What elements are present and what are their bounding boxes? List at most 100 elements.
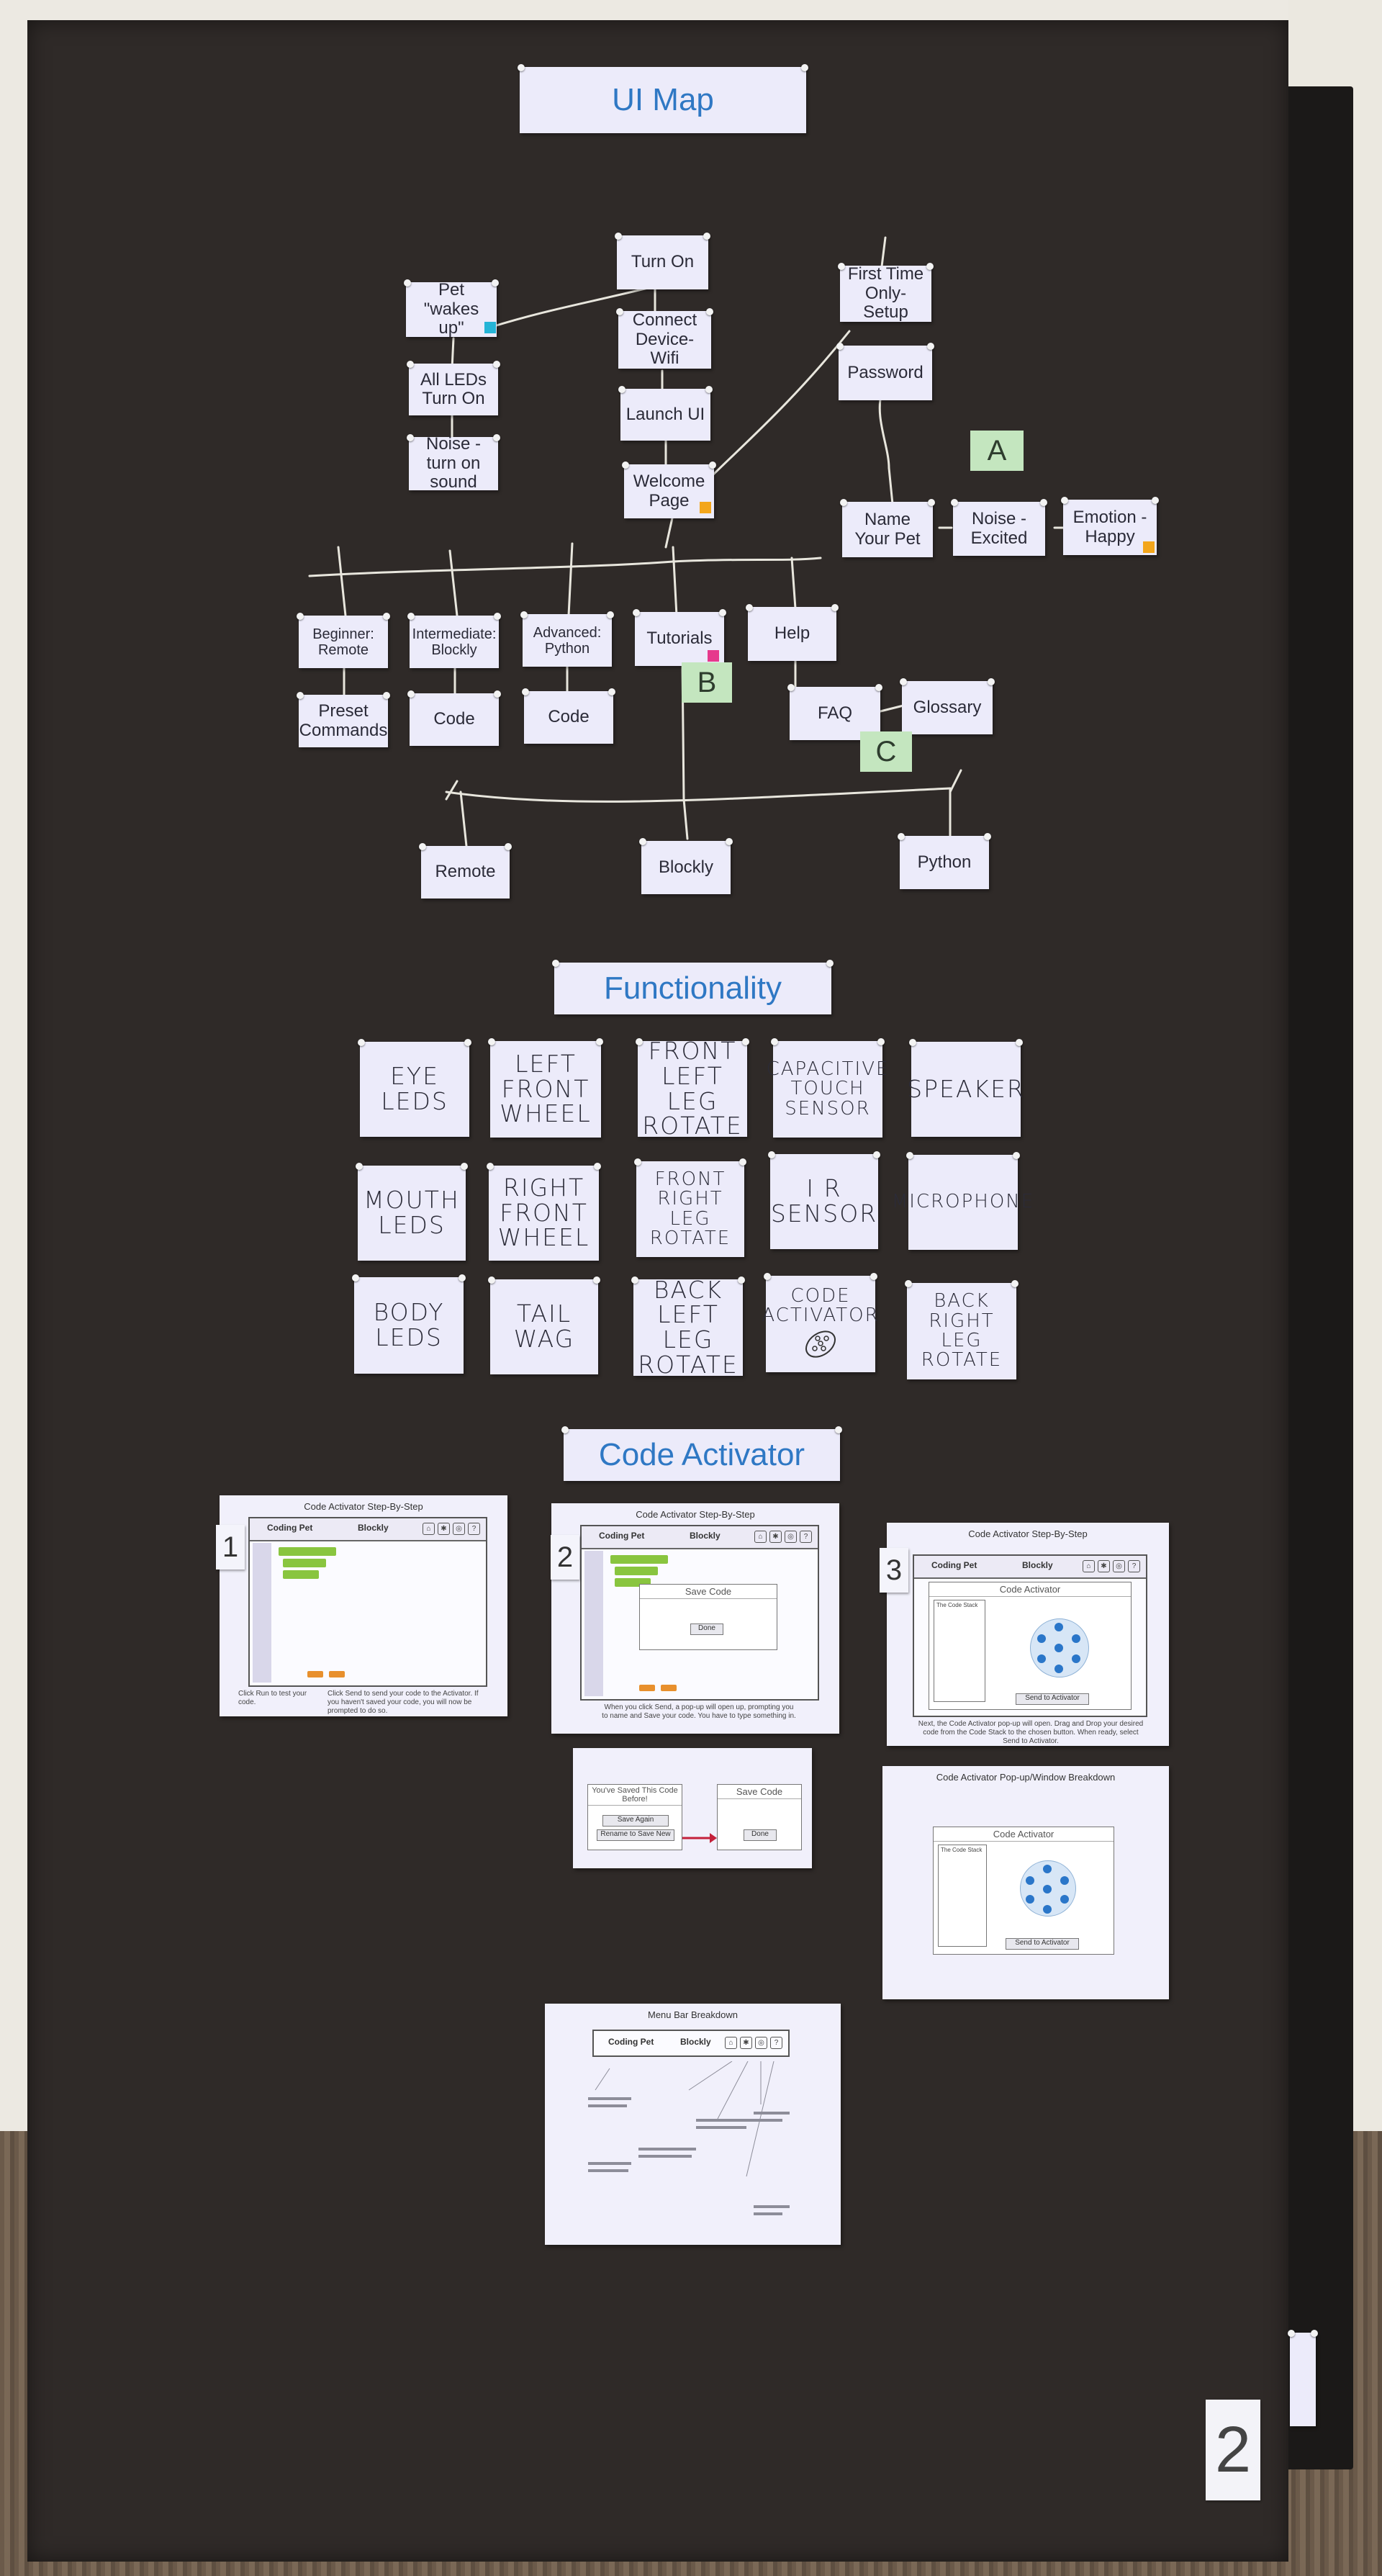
orange-sticky-marker [700,502,711,513]
func-microphone: MICROPHONE [892,1152,1033,1250]
app-header: Coding Pet Blockly ⌂✱◎? [914,1556,1146,1579]
func-tail-wag: TAIL WAG [488,1276,600,1374]
code-activator-popup: Code Activator The Code Stack Send to Ac… [929,1582,1132,1710]
note-c: C [860,731,912,772]
activator-icon: ✱ [1098,1560,1110,1572]
save-code-popup: Save Code Done [639,1584,777,1650]
func-code-activator-label: CODE ACTIVATOR [762,1284,880,1326]
code-block [615,1567,658,1575]
func-speaker: SPEAKER [907,1039,1024,1137]
activator-button [1043,1885,1052,1893]
app-mockup: Coding Pet Blockly ⌂✱◎? Code Activator T… [913,1554,1147,1717]
home-icon: ⌂ [1083,1560,1095,1572]
func-front-left-leg-rotate: FRONT LEFT LEG ROTATE [636,1038,749,1138]
node-glossary: Glossary [900,678,995,734]
doc-title: Code Activator Step-By-Step [304,1501,423,1512]
code-block [279,1547,336,1556]
save-popup-done-button: Done [690,1623,723,1635]
code-stack-list: The Code Stack [934,1600,985,1702]
home-icon: ⌂ [725,2037,737,2049]
node-all-leds-turn-on: All LEDs Turn On [407,361,500,415]
activator-button [1026,1876,1034,1885]
activator-button [1037,1634,1046,1643]
caption-run: Click Run to test your code. [238,1690,307,1706]
func-left-front-wheel: LEFT FRONT WHEEL [488,1038,603,1138]
home-icon: ⌂ [754,1531,767,1543]
help-icon: ? [800,1531,812,1543]
send-button [329,1671,345,1677]
help-icon: ? [770,2037,782,2049]
saved-before-title: You've Saved This Code Before! [588,1785,682,1806]
activator-button [1026,1895,1034,1904]
back-board-tag [1288,2330,1318,2426]
doc-title: Code Activator Step-By-Step [636,1509,755,1520]
node-faq: FAQ [787,684,882,740]
breakdown-code-stack-title: The Code Stack [941,1847,983,1853]
node-code-python: Code [522,688,615,744]
tab-blockly: Blockly [690,1531,721,1541]
func-ir-sensor: I R SENSOR [768,1151,880,1249]
home-icon: ⌂ [423,1523,435,1535]
app-name: Coding Pet [931,1560,977,1570]
save-again-doc: You've Saved This Code Before! Save Agai… [573,1748,812,1868]
app-header: Coding Pet Blockly ⌂✱◎? [250,1518,486,1541]
caption-send: Click Send to send your code to the Acti… [328,1690,479,1715]
menu-bar-icons: ⌂✱◎? [725,2037,782,2049]
activator-icon: ✱ [769,1531,782,1543]
func-code-activator: CODE ACTIVATOR [762,1273,878,1372]
app-mockup: Coding Pet Blockly ⌂✱◎? [248,1517,487,1687]
app-name: Coding Pet [267,1523,313,1533]
menu-icons: ⌂✱◎? [1083,1560,1140,1572]
popup-breakdown-doc: Code Activator Pop-up/Window Breakdown C… [882,1766,1169,1999]
func-back-right-leg-rotate-label: BACK RIGHT LEG ROTATE [921,1290,1003,1372]
run-button [307,1671,323,1677]
code-activator-title: Code Activator [561,1426,842,1481]
help-icon: ? [1128,1560,1140,1572]
node-pet-wakes-up: Pet "wakes up" [404,279,499,338]
app-mockup: Coding Pet Blockly ⌂✱◎? Save Code Done [580,1525,819,1701]
tab-blockly: Blockly [358,1523,389,1533]
caption-save: When you click Send, a pop-up will open … [602,1703,796,1720]
rename-save-new-button: Rename to Save New [597,1829,674,1841]
menu-app-name: Coding Pet [608,2037,654,2047]
send-button [661,1685,677,1691]
func-back-left-leg-rotate: BACK LEFT LEG ROTATE [631,1276,745,1377]
pink-sticky-marker [708,650,719,662]
functionality-title: Functionality [552,960,834,1014]
node-turn-on: Turn On [615,233,710,289]
tab-blockly: Blockly [1022,1560,1053,1570]
node-advanced-python: Advanced: Python [520,611,614,667]
func-back-right-leg-rotate: BACK RIGHT LEG ROTATE [905,1280,1019,1379]
node-emotion-happy: Emotion - Happy [1061,497,1159,555]
breakdown-title: Code Activator Pop-up/Window Breakdown [936,1772,1116,1783]
code-block [610,1555,668,1564]
node-blockly: Blockly [639,838,733,894]
red-arrow-icon [682,1833,717,1843]
func-body-leds: BODY LEDS [352,1274,466,1374]
save-again-button: Save Again [602,1815,669,1827]
node-remote: Remote [419,843,512,899]
func-right-front-wheel: RIGHT FRONT WHEEL [487,1163,601,1261]
ui-map-title: UI Map [518,64,808,133]
node-welcome-page: Welcome Page [622,461,716,518]
node-noise-excited: Noise - Excited [951,499,1047,556]
step-doc-1: Code Activator Step-By-Step Coding Pet B… [220,1495,507,1716]
menu-icons: ⌂✱◎? [754,1531,812,1543]
activator-button [1060,1895,1069,1904]
code-stack-title: The Code Stack [936,1602,978,1608]
help-icon: ? [468,1523,480,1535]
step-number-2: 2 [551,1535,579,1580]
app-header: Coding Pet Blockly ⌂✱◎? [582,1526,818,1549]
menu-icons: ⌂✱◎? [423,1523,480,1535]
func-front-right-leg-rotate-label: FRONT RIGHT LEG ROTATE [649,1168,731,1249]
send-to-activator-button: Send to Activator [1016,1693,1089,1705]
node-beginner-remote: Beginner: Remote [297,613,390,668]
step-doc-2: Code Activator Step-By-Step Coding Pet B… [551,1503,839,1734]
activator-sketch-icon [805,1330,836,1358]
save-code-title: Save Code [718,1785,801,1799]
breakdown-code-stack: The Code Stack [938,1845,987,1947]
node-password: Password [836,343,934,400]
activator-button [1072,1654,1080,1663]
annotation-lines [588,2061,790,2215]
